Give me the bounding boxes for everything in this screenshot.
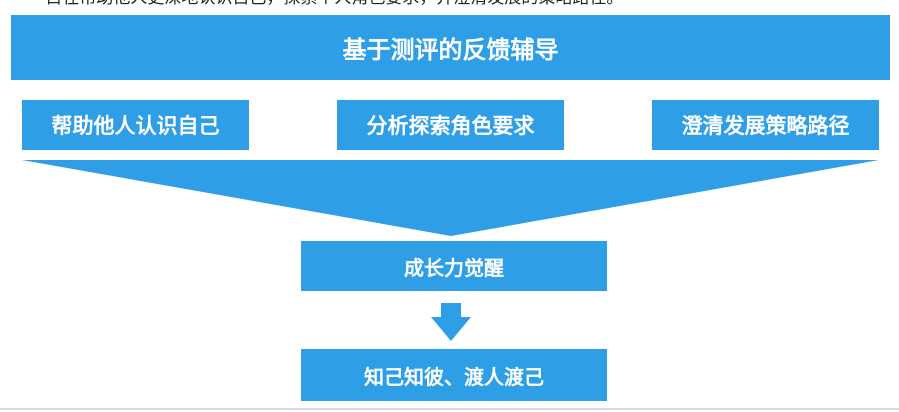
header-title: 基于测评的反馈辅导 bbox=[342, 36, 559, 64]
sub-box-label: 澄清发展策略路径 bbox=[681, 114, 850, 138]
know-self-others-label: 知己知彼、渡人渡己 bbox=[364, 364, 544, 389]
intro-text: • 目在帮助他人更深地认识自己，探索个人角色要求，并澄清发展的策略路径。 bbox=[30, 0, 623, 8]
sub-box-analyze-role: 分析探索角色要求 bbox=[337, 100, 564, 150]
funnel-band bbox=[22, 160, 879, 236]
sub-box-label: 帮助他人认识自己 bbox=[51, 114, 220, 138]
growth-awakening-box: 成长力觉醒 bbox=[301, 241, 607, 291]
know-self-others-box: 知己知彼、渡人渡己 bbox=[301, 349, 607, 401]
bottom-divider bbox=[0, 408, 899, 410]
sub-box-understand-self: 帮助他人认识自己 bbox=[22, 100, 249, 150]
growth-awakening-label: 成长力觉醒 bbox=[404, 255, 504, 280]
sub-box-clarify-path: 澄清发展策略路径 bbox=[652, 100, 879, 150]
sub-box-label: 分析探索角色要求 bbox=[366, 114, 535, 138]
header-title-box: 基于测评的反馈辅导 bbox=[11, 15, 890, 80]
arrow-down-icon bbox=[431, 303, 471, 341]
